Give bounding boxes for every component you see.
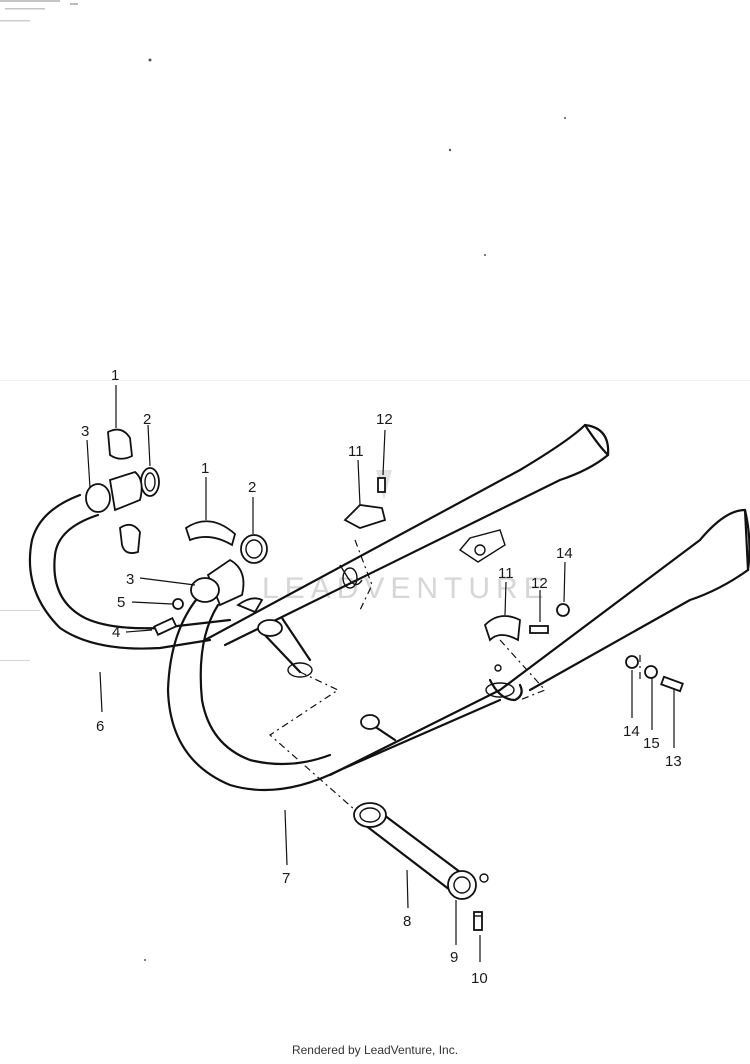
part-label: 14 <box>623 723 640 740</box>
part-label: 3 <box>81 423 89 440</box>
watermark-text: LEADVENTURE <box>262 572 550 605</box>
part-label: 12 <box>376 411 393 428</box>
joint-parts <box>85 428 684 693</box>
part-label: 11 <box>498 565 514 582</box>
upper-muffler <box>203 423 610 647</box>
part-number-labels: 1 2 3 1 2 3 5 4 6 7 8 9 10 11 12 11 12 1… <box>81 367 682 987</box>
part-label: 2 <box>143 411 151 428</box>
scan-noise <box>0 0 750 961</box>
connecting-pipe <box>353 802 489 931</box>
leader-lines <box>86 385 675 962</box>
footer-credit: Rendered by LeadVenture, Inc. <box>291 1043 459 1057</box>
part-label: 1 <box>111 367 119 384</box>
part-label: 3 <box>126 571 134 588</box>
part-label: 8 <box>403 913 411 930</box>
part-label: 10 <box>471 970 488 987</box>
part-label: 12 <box>531 575 548 592</box>
part-label: 5 <box>117 594 125 611</box>
part-label: 2 <box>248 479 256 496</box>
assembly-lines <box>269 539 641 811</box>
lower-muffler <box>328 508 750 777</box>
part-label: 1 <box>201 460 209 477</box>
part-label: 4 <box>112 624 120 641</box>
part-label: 7 <box>282 870 290 887</box>
lower-header-pipe <box>166 593 502 792</box>
part-label: 15 <box>643 735 660 752</box>
part-label: 9 <box>450 949 458 966</box>
part-label: 13 <box>665 753 682 770</box>
part-label: 11 <box>348 443 364 460</box>
part-label: 6 <box>96 718 104 735</box>
upper-header-pipe <box>28 493 363 678</box>
part-label: 14 <box>556 545 573 562</box>
